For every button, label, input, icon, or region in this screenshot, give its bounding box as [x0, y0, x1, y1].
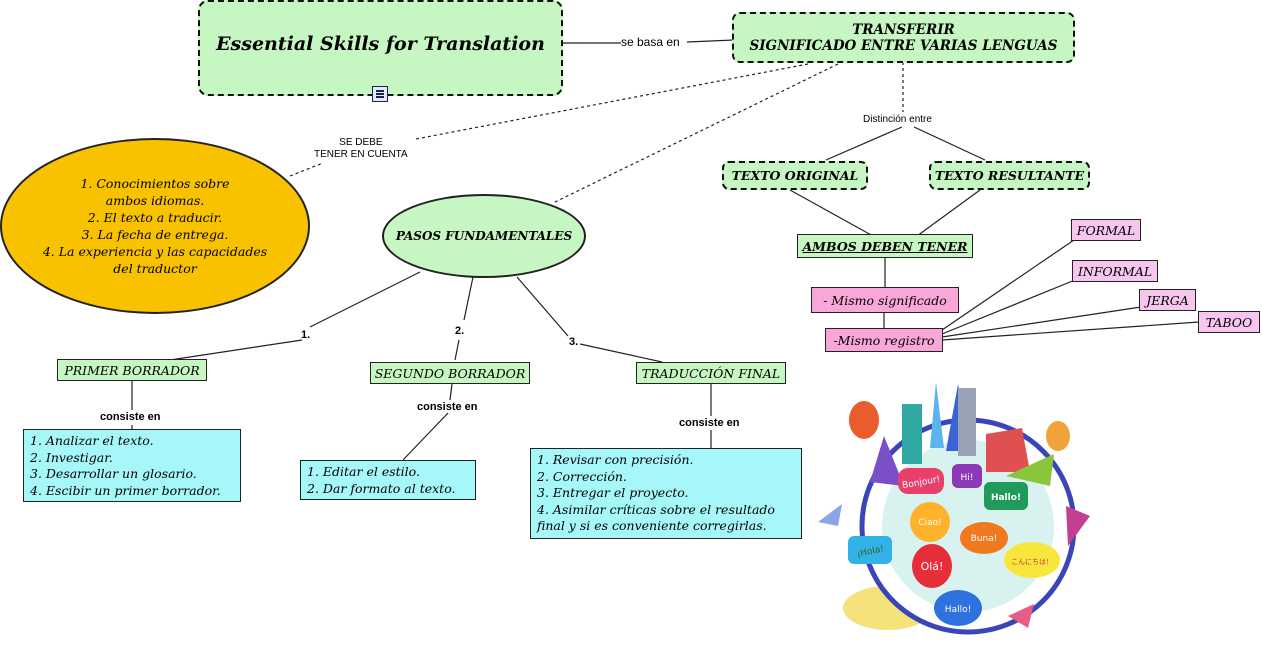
- link-distincion-entre: Distinción entre: [863, 114, 932, 125]
- step-num-1: 1.: [301, 329, 311, 341]
- conocimientos-line-4: 3. La fecha de entrega.: [81, 227, 229, 242]
- registro-formal[interactable]: FORMAL: [1071, 219, 1141, 241]
- segundo-item-1: 1. Editar el estilo.: [307, 464, 420, 479]
- note-icon[interactable]: [372, 86, 388, 102]
- tercero-item-1: 1. Revisar con precisión.: [537, 452, 694, 467]
- texto-original-label: TEXTO ORIGINAL: [731, 168, 859, 183]
- primer-item-2: 2. Investigar.: [30, 449, 113, 465]
- tercero-item-4: 4. Asimilar críticas sobre el resultado: [537, 501, 775, 517]
- primer-item-3: 3. Desarrollar un glosario.: [30, 466, 197, 481]
- pasos-label: PASOS FUNDAMENTALES: [395, 229, 573, 243]
- traduccion-final-label: TRADUCCIÓN FINAL: [641, 365, 781, 381]
- pisa-tower: [958, 388, 976, 456]
- link-se-debe-line-2: TENER EN CUENTA: [314, 149, 408, 160]
- bubble-hola-shape: [848, 536, 892, 564]
- texto-resultante-node[interactable]: TEXTO RESULTANTE: [929, 161, 1090, 190]
- texto-original-node[interactable]: TEXTO ORIGINAL: [722, 161, 868, 190]
- hot-air-balloon-right: [1046, 421, 1070, 451]
- primer-borrador-detail[interactable]: 1. Analizar el texto. 2. Investigar. 3. …: [23, 429, 241, 502]
- bubble-buna: Buna!: [971, 534, 998, 544]
- step-num-2: 2.: [455, 325, 465, 337]
- ambos-label: AMBOS DEBEN TENER: [802, 238, 968, 254]
- consiste-en-1: consiste en: [100, 411, 161, 423]
- world-languages-illustration: Bonjour! Hi! Hallo! Ciao! Buna! こんにちは！ ¡…: [818, 382, 1090, 635]
- segundo-borrador-label: SEGUNDO BORRADOR: [374, 365, 526, 381]
- ambos-node[interactable]: AMBOS DEBEN TENER: [797, 234, 973, 258]
- bubble-hallo-bottom: Hallo!: [945, 605, 971, 615]
- segundo-borrador-node[interactable]: SEGUNDO BORRADOR: [370, 362, 530, 384]
- mismo-significado-node[interactable]: - Mismo significado: [811, 287, 959, 313]
- bubble-konnichiwa: こんにちは！: [1011, 558, 1053, 566]
- arch-shape: [986, 428, 1030, 472]
- statue-shape: [930, 382, 944, 448]
- main-concept-line-2: SIGNIFICADO ENTRE VARIAS LENGUAS: [749, 37, 1058, 54]
- pasos-ellipse[interactable]: PASOS FUNDAMENTALES: [382, 194, 586, 278]
- bubble-hi: Hi!: [961, 473, 974, 483]
- registro-taboo[interactable]: TABOO: [1198, 311, 1260, 333]
- pyramid-shape: [870, 436, 904, 486]
- primer-borrador-label: PRIMER BORRADOR: [64, 362, 200, 378]
- big-ben: [902, 404, 922, 464]
- link-se-debe-line-1: SE DEBE: [339, 137, 383, 148]
- tercero-item-2: 2. Corrección.: [537, 468, 627, 484]
- main-concept-node[interactable]: TRANSFERIR SIGNIFICADO ENTRE VARIAS LENG…: [732, 12, 1075, 63]
- tercero-item-3: 3. Entregar el proyecto.: [537, 485, 689, 500]
- conocimientos-text: 1. Conocimientos sobre ambos idiomas. 2.…: [43, 175, 267, 277]
- flag-shape: [1066, 506, 1090, 546]
- plane-shape-2: [1008, 604, 1034, 628]
- bubble-buna-shape: [960, 522, 1008, 554]
- segundo-borrador-detail[interactable]: 1. Editar el estilo. 2. Dar formato al t…: [300, 460, 476, 500]
- palm-shape: [1006, 454, 1054, 486]
- texto-resultante-label: TEXTO RESULTANTE: [934, 168, 1085, 183]
- registro-taboo-label: TABOO: [1205, 314, 1253, 330]
- mismo-registro-label: -Mismo registro: [833, 332, 935, 348]
- mismo-registro-node[interactable]: -Mismo registro: [825, 328, 943, 352]
- bubble-hallo-shape: [984, 482, 1028, 510]
- segundo-item-2: 2. Dar formato al texto.: [307, 480, 456, 496]
- mismo-significado-label: - Mismo significado: [823, 292, 947, 308]
- registro-informal-label: INFORMAL: [1077, 263, 1153, 279]
- consiste-en-2: consiste en: [417, 401, 478, 413]
- consiste-en-3: consiste en: [679, 417, 740, 429]
- conocimientos-line-2: ambos idiomas.: [105, 193, 205, 208]
- plane-shape: [818, 504, 842, 526]
- step-num-3: 3.: [569, 336, 579, 348]
- bubble-hallo-bottom-shape: [934, 590, 982, 626]
- traduccion-final-node[interactable]: TRADUCCIÓN FINAL: [636, 362, 786, 384]
- primer-item-1: 1. Analizar el texto.: [30, 433, 154, 448]
- title-text: Essential Skills for Translation: [216, 33, 545, 55]
- registro-jerga-label: JERGA: [1146, 292, 1189, 308]
- bubble-hallo: Hallo!: [991, 493, 1021, 503]
- primer-item-4: 4. Escibir un primer borrador.: [30, 482, 221, 498]
- link-se-debe: SE DEBE TENER EN CUENTA: [314, 137, 408, 161]
- tercero-item-5: final y si es conveniente corregirlas.: [537, 518, 767, 533]
- link-se-basa-en: se basa en: [621, 35, 680, 49]
- conocimientos-line-5: 4. La experiencia y las capacidades: [42, 244, 268, 259]
- bubble-hi-shape: [952, 464, 982, 488]
- registro-informal[interactable]: INFORMAL: [1072, 260, 1158, 282]
- hot-air-balloon-left: [849, 401, 879, 439]
- registro-jerga[interactable]: JERGA: [1139, 289, 1196, 311]
- title-node[interactable]: Essential Skills for Translation: [198, 0, 563, 96]
- bubble-ola: Olá!: [921, 560, 944, 573]
- bubble-ciao: Ciao!: [918, 518, 941, 528]
- bubble-ciao-shape: [910, 502, 950, 542]
- primer-borrador-node[interactable]: PRIMER BORRADOR: [57, 359, 207, 381]
- conocimientos-line-6: del traductor: [113, 261, 197, 276]
- conocimientos-line-3: 2. El texto a traducir.: [87, 210, 223, 225]
- bubble-konnichiwa-shape: [1004, 542, 1060, 578]
- bubble-ola-shape: [912, 544, 952, 588]
- bubble-bonjour-shape: [898, 468, 944, 494]
- conocimientos-ellipse[interactable]: 1. Conocimientos sobre ambos idiomas. 2.…: [0, 138, 310, 314]
- main-concept-line-1: TRANSFERIR: [852, 21, 955, 38]
- registro-formal-label: FORMAL: [1076, 222, 1136, 238]
- traduccion-final-detail[interactable]: 1. Revisar con precisión. 2. Corrección.…: [530, 448, 802, 539]
- conocimientos-line-1: 1. Conocimientos sobre: [80, 176, 230, 191]
